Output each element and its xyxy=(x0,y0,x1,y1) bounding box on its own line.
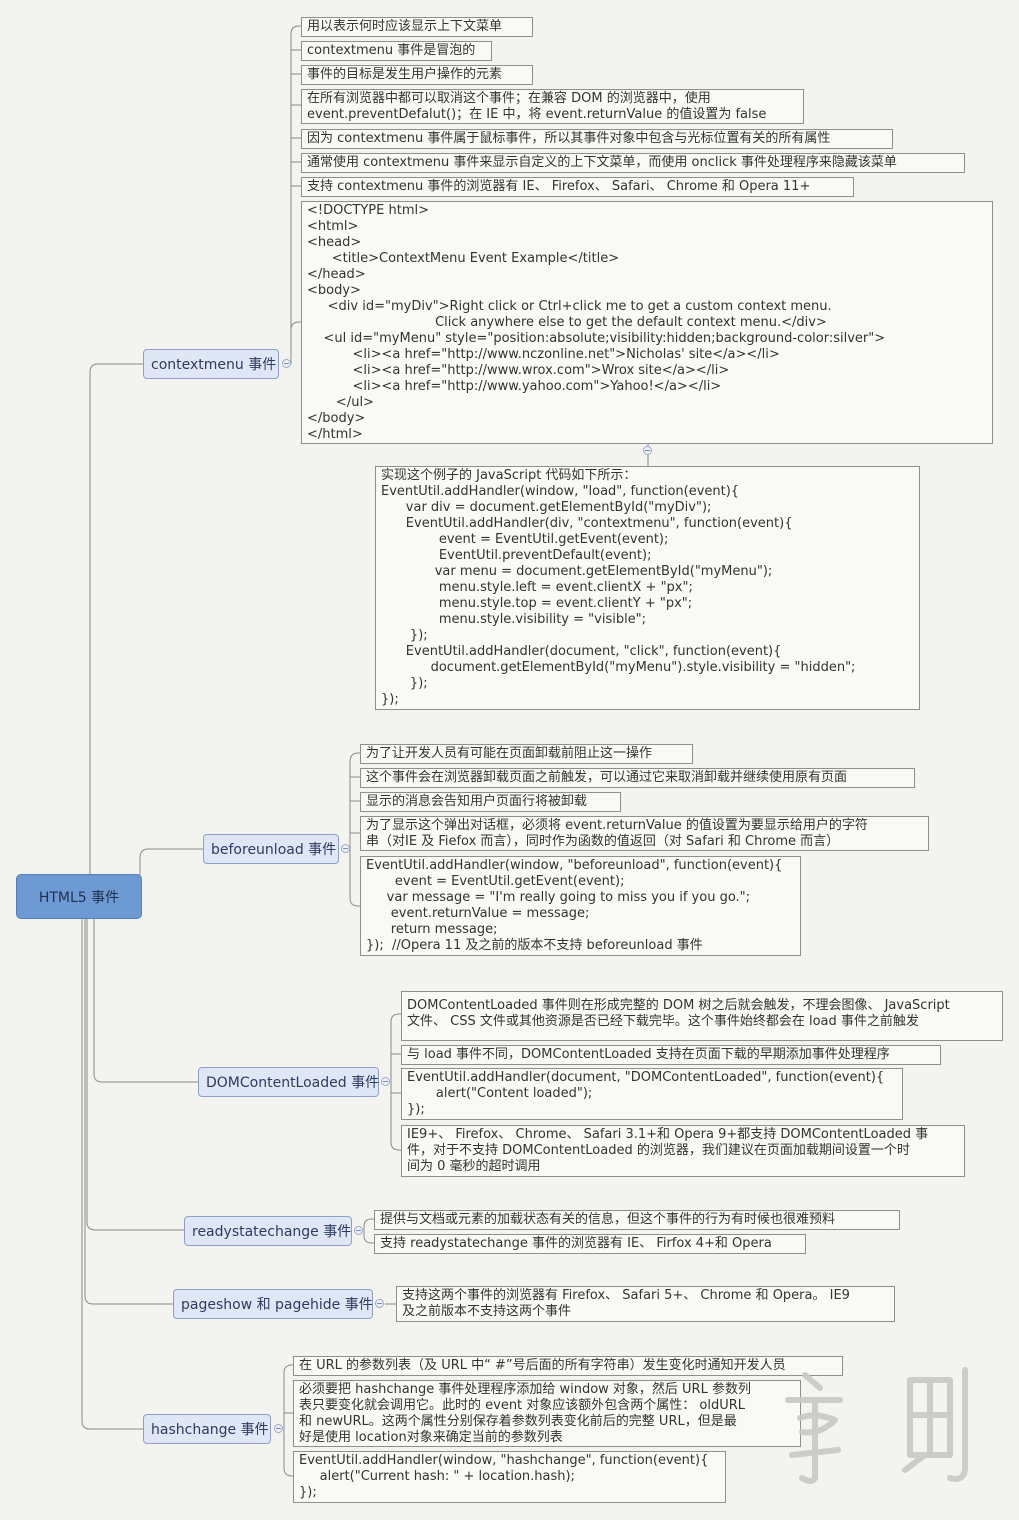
topic-beforeunload[interactable]: beforeunload 事件 xyxy=(203,834,339,864)
topic-label: hashchange 事件 xyxy=(151,1422,269,1438)
topic-label: contextmenu 事件 xyxy=(151,357,277,373)
collapse-toggle-icon[interactable] xyxy=(274,1424,283,1433)
topic-label: beforeunload 事件 xyxy=(211,842,337,858)
topic-contextmenu[interactable]: contextmenu 事件 xyxy=(143,349,279,379)
topic-label: readystatechange 事件 xyxy=(192,1224,352,1240)
note: 通常使用 contextmenu 事件来显示自定义的上下文菜单，而使用 oncl… xyxy=(301,153,965,173)
note: 显示的消息会告知用户页面行将被卸载 xyxy=(360,792,621,812)
note: 在 URL 的参数列表（及 URL 中“ #”号后面的所有字符串）发生变化时通知… xyxy=(293,1356,843,1376)
code-note: EventUtil.addHandler(window, "hashchange… xyxy=(293,1451,726,1503)
note: 必须要把 hashchange 事件处理程序添加给 window 对象，然后 U… xyxy=(293,1380,801,1447)
note: 与 load 事件不同，DOMContentLoaded 支持在页面下载的早期添… xyxy=(401,1045,941,1065)
topic-domcontentloaded[interactable]: DOMContentLoaded 事件 xyxy=(198,1067,379,1097)
note: 为了显示这个弹出对话框，必须将 event.returnValue 的值设置为要… xyxy=(360,816,929,851)
topic-label: DOMContentLoaded 事件 xyxy=(206,1075,380,1091)
code-note: EventUtil.addHandler(document, "DOMConte… xyxy=(401,1068,903,1120)
note: 支持 contextmenu 事件的浏览器有 IE、 Firefox、 Safa… xyxy=(301,177,854,197)
collapse-toggle-icon[interactable] xyxy=(643,446,652,455)
code-note: EventUtil.addHandler(window, "beforeunlo… xyxy=(360,856,801,956)
seal-logo xyxy=(785,1367,968,1484)
root-topic[interactable]: HTML5 事件 xyxy=(16,874,142,919)
note: DOMContentLoaded 事件则在形成完整的 DOM 树之后就会触发，不… xyxy=(401,991,1003,1041)
note: 为了让开发人员有可能在页面卸载前阻止这一操作 xyxy=(360,744,693,764)
collapse-toggle-icon[interactable] xyxy=(341,844,350,853)
collapse-toggle-icon[interactable] xyxy=(354,1226,363,1235)
note: 提供与文档或元素的加载状态有关的信息，但这个事件的行为有时候也很难预料 xyxy=(374,1210,900,1230)
code-note: <!DOCTYPE html> <html> <head> <title>Con… xyxy=(301,201,993,444)
note: 这个事件会在浏览器卸载页面之前触发，可以通过它来取消卸载并继续使用原有页面 xyxy=(360,768,915,788)
root-label: HTML5 事件 xyxy=(38,889,120,906)
note: 因为 contextmenu 事件属于鼠标事件，所以其事件对象中包含与光标位置有… xyxy=(301,129,893,149)
code-note: 实现这个例子的 JavaScript 代码如下所示： EventUtil.add… xyxy=(375,466,920,710)
note: 支持这两个事件的浏览器有 Firefox、 Safari 5+、 Chrome … xyxy=(396,1286,895,1322)
topic-pageshow-pagehide[interactable]: pageshow 和 pagehide 事件 xyxy=(173,1289,373,1319)
note: 用以表示何时应该显示上下文菜单 xyxy=(301,17,533,37)
note: 事件的目标是发生用户操作的元素 xyxy=(301,65,533,85)
topic-hashchange[interactable]: hashchange 事件 xyxy=(143,1414,271,1444)
note: IE9+、 Firefox、 Chrome、 Safari 3.1+和 Oper… xyxy=(401,1125,965,1177)
topic-label: pageshow 和 pagehide 事件 xyxy=(181,1297,373,1313)
collapse-toggle-icon[interactable] xyxy=(381,1077,390,1086)
note: 支持 readystatechange 事件的浏览器有 IE、 Firfox 4… xyxy=(374,1234,806,1254)
collapse-toggle-icon[interactable] xyxy=(282,359,291,368)
note: contextmenu 事件是冒泡的 xyxy=(301,41,492,61)
collapse-toggle-icon[interactable] xyxy=(375,1299,384,1308)
note: 在所有浏览器中都可以取消这个事件；在兼容 DOM 的浏览器中，使用 event.… xyxy=(301,89,804,124)
topic-readystatechange[interactable]: readystatechange 事件 xyxy=(184,1216,352,1246)
